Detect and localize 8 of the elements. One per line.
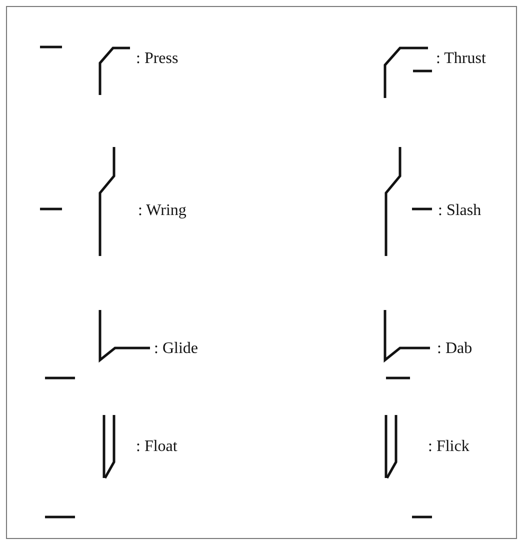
symbol-label: : Float xyxy=(136,438,178,456)
symbol-label: : Wring xyxy=(138,202,186,220)
symbol-label: : Slash xyxy=(438,202,482,220)
symbol-label: : Dab xyxy=(437,340,472,358)
symbol-label: : Flick xyxy=(428,438,470,456)
symbol-label: : Glide xyxy=(154,340,198,358)
symbol-label: : Thrust xyxy=(436,50,486,68)
symbol-label: : Press xyxy=(136,50,178,68)
